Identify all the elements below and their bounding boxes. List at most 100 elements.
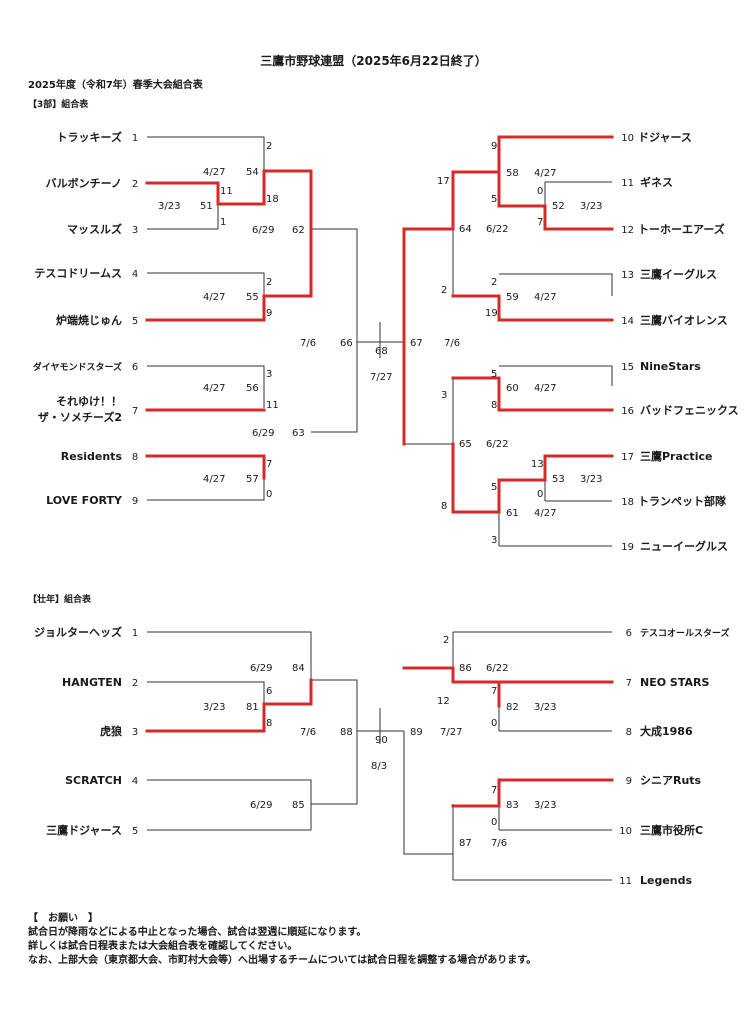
match-number: 63 [292, 428, 305, 439]
match-score: 7 [491, 686, 497, 697]
match-date: 7/6 [491, 838, 507, 849]
team-seed: 5 [132, 316, 138, 327]
match-number: 88 [340, 727, 353, 738]
team-seed: 17 [621, 452, 634, 463]
match-score: 2 [443, 635, 449, 646]
match-score: 13 [531, 459, 544, 470]
section-heading-sonen: 【壮年】組合表 [28, 595, 92, 605]
match-score: 8 [441, 501, 447, 512]
team-seed: 11 [621, 178, 634, 189]
match-score: 2 [491, 277, 497, 288]
team-name: NEO STARS [640, 676, 709, 689]
match-date: 7/6 [444, 338, 460, 349]
team-name-line2: ザ・ソメチーズ2 [38, 410, 122, 424]
match-number: 60 [506, 383, 519, 394]
match-score: 11 [266, 400, 279, 411]
match-number: 59 [506, 292, 519, 303]
match-score: 17 [437, 176, 450, 187]
match-score: 5 [491, 482, 497, 493]
match-number: 81 [246, 702, 259, 713]
match-number: 56 [246, 383, 259, 394]
team-seed: 7 [132, 406, 138, 417]
team-name: ジョルターヘッズ [34, 625, 122, 639]
match-date: 4/27 [203, 167, 225, 178]
match-date: 7/6 [300, 727, 316, 738]
team-seed: 10 [619, 826, 632, 837]
match-number: 82 [506, 702, 519, 713]
match-score: 3 [266, 369, 272, 380]
team-name: LOVE FORTY [46, 494, 123, 507]
match-score: 8 [491, 400, 497, 411]
match-date: 6/29 [252, 225, 274, 236]
team-name: 三鷹ドジャース [46, 823, 122, 837]
match-score: 2 [441, 285, 447, 296]
match-date: 3/23 [203, 702, 225, 713]
match-score: 5 [491, 194, 497, 205]
team-name: 大成1986 [640, 724, 693, 738]
match-date: 7/6 [300, 338, 316, 349]
match-date: 6/22 [486, 224, 508, 235]
match-score: 3 [491, 535, 497, 546]
match-number: 86 [459, 663, 472, 674]
team-seed: 1 [132, 133, 138, 144]
team-name: NineStars [640, 360, 701, 373]
match-date: 4/27 [203, 383, 225, 394]
match-score: 8 [266, 718, 272, 729]
team-seed: 3 [132, 225, 138, 236]
final-match-date: 7/27 [370, 372, 392, 383]
team-name: 虎狼 [100, 724, 122, 738]
team-name: 三鷹市役所C [640, 823, 703, 837]
tournament-subtitle: 2025年度（令和7年）春季大会組合表 [28, 80, 203, 91]
team-seed: 11 [619, 876, 632, 887]
match-date: 3/23 [158, 201, 180, 212]
match-score: 2 [266, 141, 272, 152]
match-score: 19 [485, 308, 498, 319]
team-seed: 18 [621, 497, 634, 508]
team-name: 三鷹Practice [640, 449, 712, 463]
team-seed: 16 [621, 406, 634, 417]
match-date: 6/29 [252, 428, 274, 439]
match-number: 66 [340, 338, 353, 349]
team-seed: 6 [626, 628, 632, 639]
match-number: 67 [410, 338, 423, 349]
team-name: ギネス [640, 175, 673, 189]
team-seed: 5 [132, 826, 138, 837]
match-score: 0 [537, 186, 543, 197]
match-date: 7/27 [440, 727, 462, 738]
match-date: 4/27 [534, 508, 556, 519]
match-date: 4/27 [534, 168, 556, 179]
match-number: 83 [506, 800, 519, 811]
match-date: 3/23 [580, 201, 602, 212]
team-name: ドジャース [638, 131, 692, 144]
match-score: 0 [537, 489, 543, 500]
match-score: 1 [220, 217, 226, 228]
match-number: 52 [552, 201, 565, 212]
match-date: 4/27 [203, 474, 225, 485]
team-seed: 4 [132, 776, 138, 787]
match-score: 0 [266, 489, 272, 500]
team-name: SCRATCH [65, 774, 122, 787]
match-date: 4/27 [203, 292, 225, 303]
notice-heading: 【 お願い 】 [28, 913, 98, 924]
team-seed: 15 [621, 362, 634, 373]
match-number: 62 [292, 225, 305, 236]
team-seed: 19 [621, 542, 634, 553]
notice-block: 【 お願い 】 試合日が降雨などによる中止となった場合、試合は翌週に順延になりま… [28, 912, 536, 968]
match-date: 6/22 [486, 663, 508, 674]
team-name: HANGTEN [62, 676, 122, 689]
team-name: トラッキーズ [57, 130, 122, 144]
team-name: 三鷹バイオレンス [640, 313, 728, 327]
match-date: 3/23 [534, 800, 556, 811]
match-date: 6/29 [250, 663, 272, 674]
team-name: Residents [61, 450, 123, 463]
match-score: 9 [491, 141, 497, 152]
match-date: 6/22 [486, 439, 508, 450]
match-score: 9 [266, 308, 272, 319]
match-number: 51 [200, 201, 213, 212]
match-date: 4/27 [534, 383, 556, 394]
team-name: Legends [640, 874, 693, 887]
match-number: 89 [410, 727, 423, 738]
team-name: バッドフェニックス [640, 404, 739, 417]
match-number: 65 [459, 439, 472, 450]
match-number: 55 [246, 292, 259, 303]
